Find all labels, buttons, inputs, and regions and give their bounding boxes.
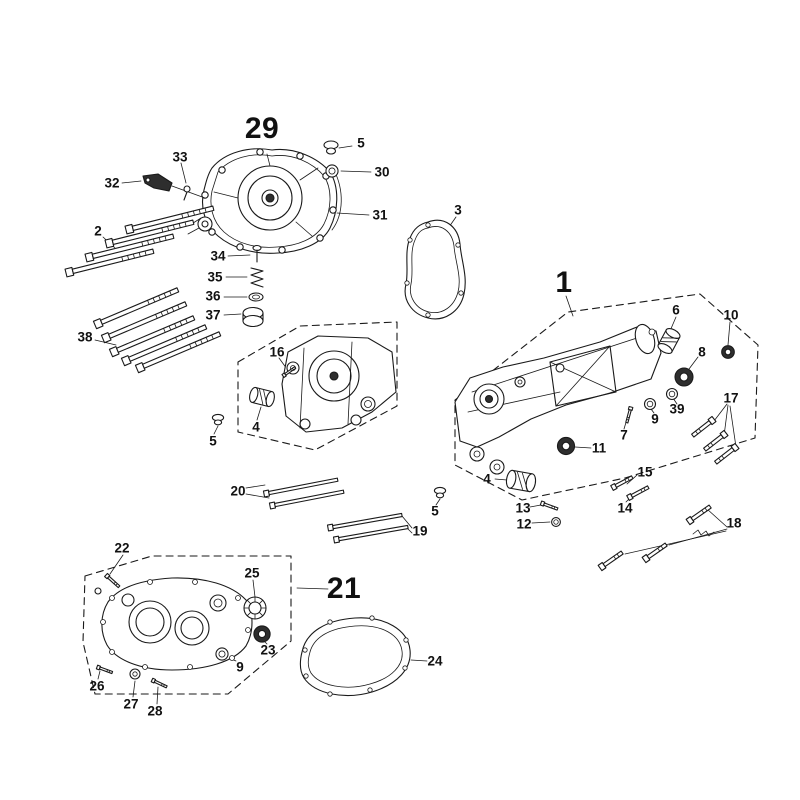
callout-4b[interactable]: 4 bbox=[483, 471, 491, 487]
callout-20[interactable]: 20 bbox=[230, 483, 246, 499]
callout-22[interactable]: 22 bbox=[114, 540, 130, 556]
part-9-ring-bottom bbox=[215, 647, 229, 661]
part-34-screw bbox=[253, 246, 261, 263]
part-7-screw bbox=[624, 406, 634, 424]
part-28-screw bbox=[150, 677, 168, 689]
callout-30[interactable]: 30 bbox=[374, 164, 390, 180]
callout-10[interactable]: 10 bbox=[723, 307, 739, 323]
callout-18[interactable]: 18 bbox=[726, 515, 742, 531]
part-9-ring-right bbox=[643, 397, 657, 411]
part-5-cap-top bbox=[323, 140, 339, 155]
part-17-screws bbox=[690, 415, 740, 466]
callout-3[interactable]: 3 bbox=[454, 202, 462, 218]
callout-32[interactable]: 32 bbox=[104, 175, 120, 191]
callout-19[interactable]: 19 bbox=[412, 523, 428, 539]
callout-27[interactable]: 27 bbox=[123, 696, 139, 712]
part-29-cover bbox=[188, 149, 341, 254]
callout-13[interactable]: 13 bbox=[515, 500, 531, 516]
part-2-screws bbox=[64, 203, 215, 278]
part-18-screws bbox=[597, 503, 714, 572]
part-10-seal bbox=[721, 345, 735, 359]
callout-38[interactable]: 38 bbox=[77, 329, 93, 345]
callout-6[interactable]: 6 bbox=[672, 302, 680, 318]
callout-33[interactable]: 33 bbox=[172, 149, 188, 165]
callout-28[interactable]: 28 bbox=[147, 703, 163, 719]
callout-34[interactable]: 34 bbox=[210, 248, 226, 264]
part-35-spring bbox=[251, 268, 263, 287]
part-32-lever bbox=[143, 174, 205, 198]
callout-8[interactable]: 8 bbox=[698, 344, 706, 360]
part-4-bush-left bbox=[247, 386, 277, 408]
callout-36[interactable]: 36 bbox=[205, 288, 221, 304]
part-38-screws bbox=[92, 285, 222, 374]
part-27-nut bbox=[130, 669, 140, 679]
callout-9a[interactable]: 9 bbox=[651, 411, 659, 427]
callout-15[interactable]: 15 bbox=[637, 464, 653, 480]
group-label-1[interactable]: 1 bbox=[555, 266, 573, 299]
callout-39[interactable]: 39 bbox=[669, 401, 685, 417]
callout-17[interactable]: 17 bbox=[723, 390, 739, 406]
callout-9b[interactable]: 9 bbox=[236, 659, 244, 675]
callout-37[interactable]: 37 bbox=[205, 307, 221, 323]
callout-5b[interactable]: 5 bbox=[209, 433, 217, 449]
part-25-bearing bbox=[244, 597, 266, 619]
part-39-ring bbox=[665, 387, 679, 401]
part-15-screw bbox=[610, 474, 635, 491]
part-19-bolts bbox=[326, 511, 409, 544]
callout-5c[interactable]: 5 bbox=[431, 503, 439, 519]
callout-7[interactable]: 7 bbox=[620, 427, 628, 443]
dashed-boundary-left-case bbox=[238, 322, 397, 450]
part-30-spacer bbox=[325, 164, 339, 178]
callout-35[interactable]: 35 bbox=[207, 269, 223, 285]
part-22-screws bbox=[95, 573, 121, 594]
callout-31[interactable]: 31 bbox=[372, 207, 388, 223]
callout-12[interactable]: 12 bbox=[516, 516, 532, 532]
group-label-29[interactable]: 29 bbox=[244, 112, 280, 145]
part-3-gasket bbox=[405, 220, 465, 319]
part-5-plug-left bbox=[211, 413, 225, 426]
part-21-cover bbox=[101, 578, 253, 670]
dashed-boundary-cover-21 bbox=[83, 556, 291, 694]
part-23-seal bbox=[253, 625, 271, 643]
part-20-bolts bbox=[262, 476, 345, 510]
part-36-washer bbox=[249, 293, 263, 301]
callout-16[interactable]: 16 bbox=[269, 344, 285, 360]
part-left-case-half bbox=[282, 336, 396, 432]
part-11-seal bbox=[556, 436, 576, 456]
part-1-crankcase bbox=[455, 322, 661, 474]
part-14-screw bbox=[626, 484, 651, 501]
callout-23[interactable]: 23 bbox=[260, 642, 276, 658]
callout-14[interactable]: 14 bbox=[617, 500, 633, 516]
part-12-ring bbox=[551, 517, 561, 527]
group-label-21[interactable]: 21 bbox=[326, 572, 362, 605]
callout-4a[interactable]: 4 bbox=[252, 419, 260, 435]
dashed-boundary-crankcase-1 bbox=[455, 294, 758, 500]
part-24-gasket bbox=[300, 616, 410, 696]
assembly-boundaries bbox=[83, 294, 758, 694]
part-4-bush-right bbox=[504, 469, 538, 493]
callout-2[interactable]: 2 bbox=[94, 223, 102, 239]
callout-26[interactable]: 26 bbox=[89, 678, 105, 694]
part-26-screw bbox=[96, 664, 114, 675]
callout-11[interactable]: 11 bbox=[591, 440, 607, 456]
part-13-bolt bbox=[539, 500, 559, 512]
part-8-seal bbox=[674, 367, 694, 387]
callout-5a[interactable]: 5 bbox=[357, 135, 365, 151]
part-37-plug bbox=[243, 308, 263, 327]
part-5-plug-mid bbox=[433, 486, 447, 499]
callout-24[interactable]: 24 bbox=[427, 653, 443, 669]
callout-25[interactable]: 25 bbox=[244, 565, 260, 581]
part-33-pin bbox=[184, 186, 190, 200]
